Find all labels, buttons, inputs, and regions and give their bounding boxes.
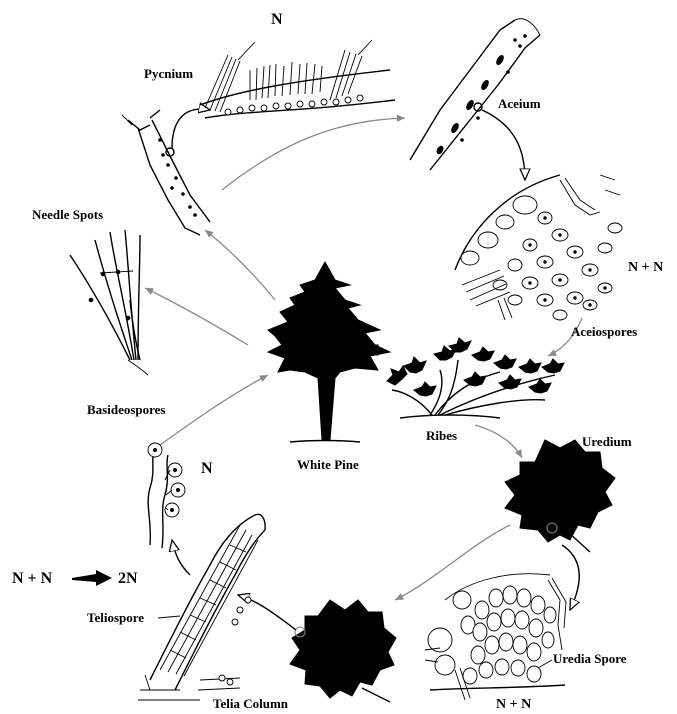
label-n-top: N — [271, 11, 283, 28]
telia-column-icon — [138, 514, 265, 700]
label-ribes: Ribes — [426, 428, 457, 443]
pycnium-section-icon — [200, 40, 395, 118]
label-uredia-spore: Uredia Spore — [553, 651, 627, 666]
label-uredium: Uredium — [582, 434, 632, 449]
telia-basidia-arrow — [172, 540, 190, 575]
label-nn-2n-left: N + N — [12, 570, 53, 587]
label-teliospore: Teliospore — [87, 610, 144, 625]
label-basideospores: Basideospores — [87, 402, 166, 417]
pycnium-pointer-arrow — [172, 109, 210, 148]
label-aceium: Aceium — [498, 96, 541, 111]
label-needle-spots: Needle Spots — [32, 207, 103, 222]
label-white-pine: White Pine — [297, 457, 359, 472]
basidium-icon — [148, 443, 185, 548]
nn-to-2n-arrow — [72, 570, 112, 586]
ribes-shrub-icon — [387, 338, 564, 418]
label-pycnium: Pycnium — [144, 66, 193, 81]
label-n-left: N — [201, 460, 213, 477]
label-n-plus-n-bottom: N + N — [496, 697, 531, 712]
label-aceiospores: Aceiospores — [571, 324, 637, 339]
label-n-plus-n-right: N + N — [628, 260, 663, 275]
pine-tree-icon — [268, 262, 390, 442]
uredia-section-icon — [425, 574, 566, 700]
aecium-section-icon — [455, 175, 622, 320]
pycnium-branch-icon — [122, 110, 210, 235]
aceium-pointer-arrow — [482, 110, 525, 180]
label-telia-column: Telia Column — [213, 696, 289, 711]
teliospore-leader-line — [158, 616, 180, 618]
uredia-spore-leader-line — [538, 660, 552, 668]
aceium-branch-icon — [410, 19, 540, 170]
needle-spots-icon — [70, 230, 148, 375]
ribes-telia-leaf-icon — [290, 600, 396, 702]
label-nn-2n-right: 2N — [118, 570, 138, 587]
